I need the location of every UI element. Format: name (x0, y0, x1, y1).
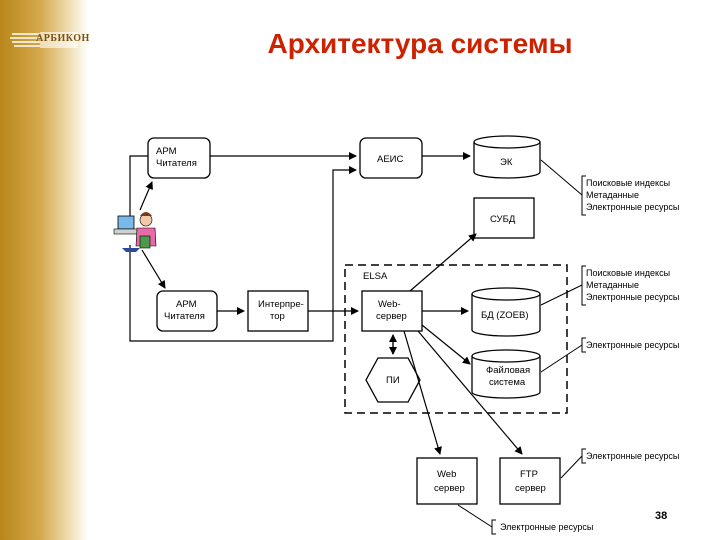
interpreter-label-1: Интерпре- (258, 299, 304, 310)
subd-label: СУБД (490, 214, 516, 225)
bd-zoeb-cylinder (471, 287, 541, 337)
fs-note: Электронные ресурсы (586, 340, 679, 350)
ek-cylinder (473, 135, 541, 179)
bd-note-line-2: Метаданные (586, 280, 639, 290)
annotation-brackets (457, 159, 586, 535)
page-number: 38 (655, 510, 668, 522)
web-server-bottom-label-1: Web (437, 469, 456, 480)
subd-box (473, 197, 535, 239)
web-server-bottom-label-2: сервер (434, 483, 465, 494)
aeis-label: АЕИС (377, 154, 404, 165)
pi-label: ПИ (386, 375, 400, 386)
ek-note-line-3: Электронные ресурсы (586, 202, 679, 212)
arm-reader-bottom-label-2: Читателя (164, 311, 205, 322)
page-title: Архитектура системы (267, 28, 573, 59)
ftp-note: Электронные ресурсы (500, 522, 593, 532)
web-server-inner-label-2: сервер (376, 311, 407, 322)
interpreter-box (247, 290, 309, 332)
arm-reader-bottom-label-1: АРМ (176, 299, 197, 310)
web-server-bottom-box (416, 457, 478, 505)
web-server-inner-label-1: Web- (378, 299, 401, 310)
bd-note-line-3: Электронные ресурсы (586, 292, 679, 302)
arm-reader-top-box (147, 137, 211, 179)
ftp-server-label-2: сервер (515, 483, 546, 494)
ek-label: ЭК (500, 157, 513, 168)
sidebar-gradient (0, 0, 88, 540)
interpreter-label-2: тор (270, 311, 285, 322)
file-system-cylinder (471, 349, 541, 399)
aeis-box (359, 137, 423, 179)
ek-note-line-2: Метаданные (586, 190, 639, 200)
web-note: Электронные ресурсы (586, 451, 679, 461)
arbicon-logo-icon (10, 32, 78, 48)
web-server-inner-box (361, 290, 423, 332)
arm-reader-top-label-1: АРМ (156, 146, 177, 157)
bd-note-line-1: Поисковые индексы (586, 268, 670, 278)
ftp-server-box (499, 457, 561, 505)
logo-text: АРБИКОН (36, 33, 90, 44)
elsa-label: ELSA (363, 271, 388, 282)
ftp-server-label-1: FTP (520, 469, 538, 480)
file-system-label-1: Файловая (486, 365, 530, 376)
ek-note-line-1: Поисковые индексы (586, 178, 670, 188)
pi-hexagon (365, 357, 421, 403)
arm-reader-top-label-2: Читателя (156, 158, 197, 169)
connectors (129, 152, 523, 455)
file-system-label-2: система (489, 377, 526, 388)
elsa-boundary (344, 264, 568, 414)
user-at-computer-icon (113, 212, 157, 252)
bd-zoeb-label: БД (ZOEB) (481, 310, 529, 321)
